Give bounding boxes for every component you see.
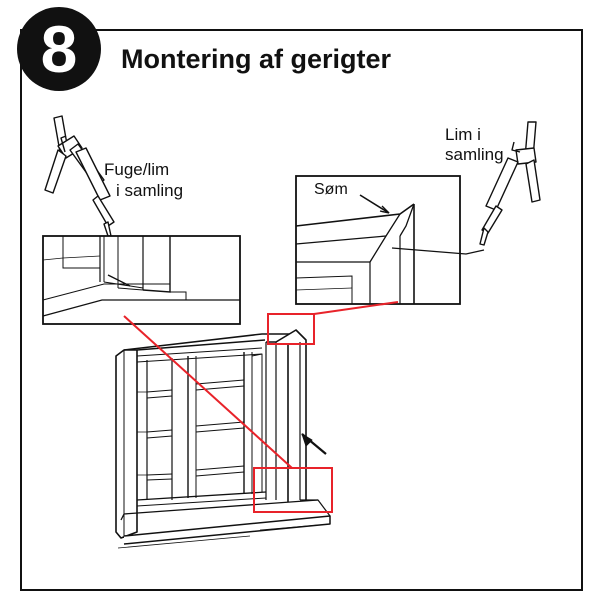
label-nail: Søm [314, 181, 348, 198]
label-left-line1: Fuge/lim [104, 160, 170, 179]
detail-box-right [295, 175, 485, 305]
label-left-line2: i samling [116, 181, 184, 200]
callout-bottom-corner [253, 467, 333, 513]
highlight-callouts [123, 301, 399, 513]
callout-top-corner [267, 313, 315, 345]
page-title: Montering af gerigter [121, 44, 392, 74]
label-right-line2: samling [445, 145, 504, 164]
step-badge [17, 7, 101, 91]
detail-box-left [42, 235, 241, 325]
caulk-gun-left-icon [44, 115, 115, 237]
window-drawing [115, 329, 331, 549]
caulk-gun-right-icon [479, 121, 541, 246]
page-border [20, 29, 583, 591]
step-number: 8 [40, 12, 78, 86]
label-right-line1: Lim i [445, 125, 481, 144]
